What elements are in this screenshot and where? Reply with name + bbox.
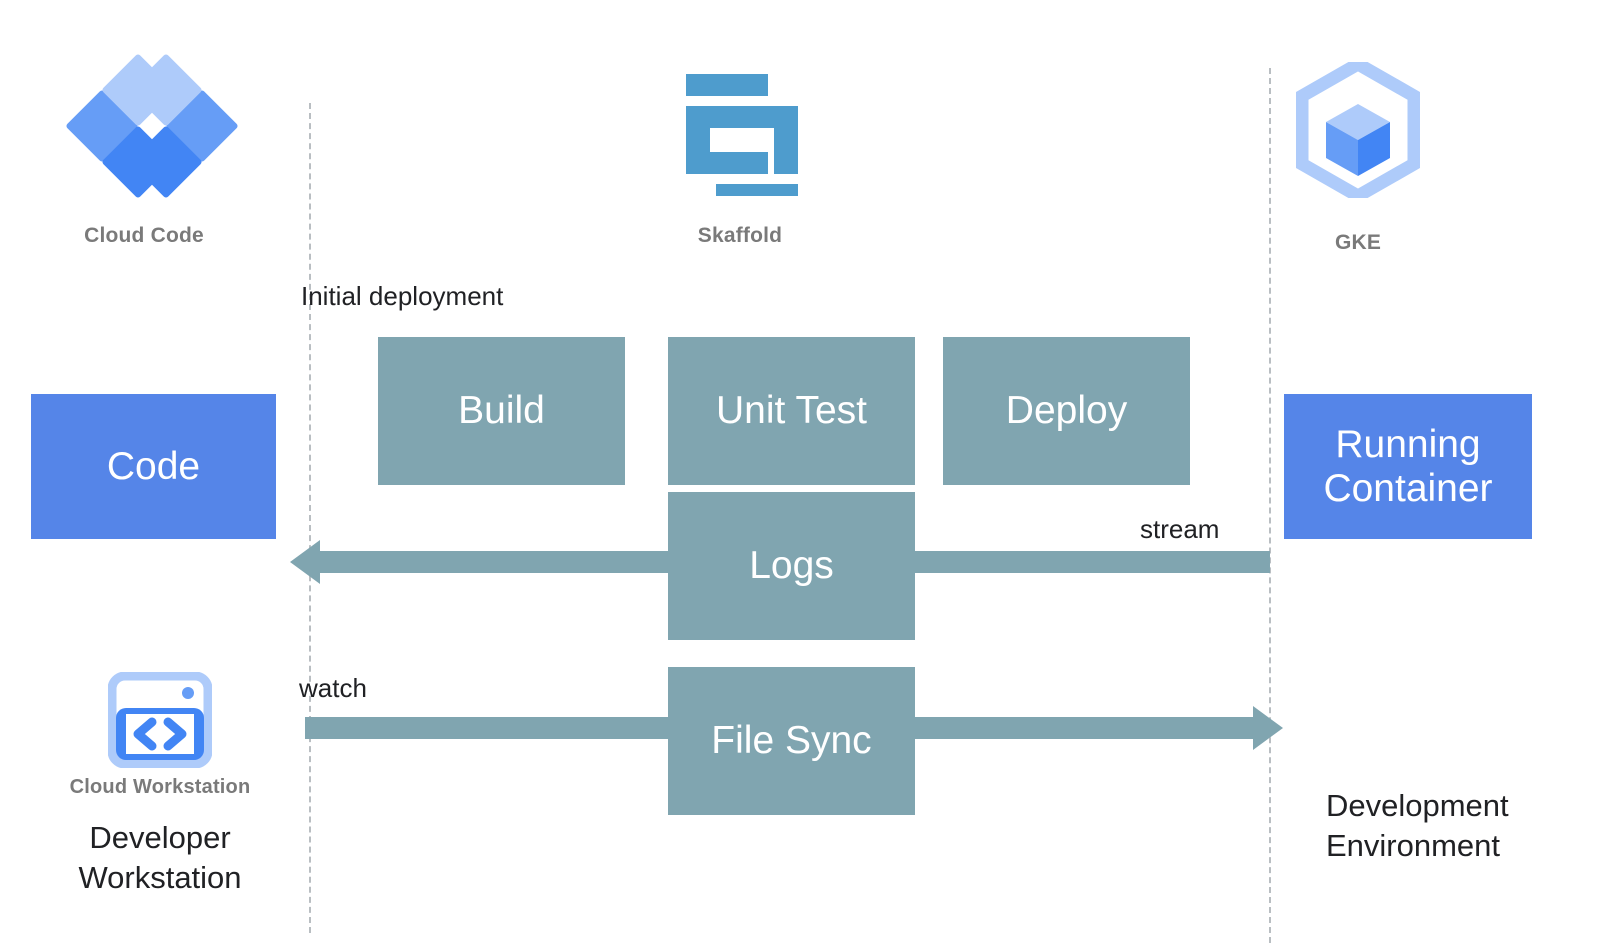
- cloud-code-caption: Cloud Code: [84, 224, 204, 247]
- cloud-code-icon: [65, 53, 239, 199]
- initial-deployment-label: Initial deployment: [301, 281, 504, 311]
- stage-box-build[interactable]: Build: [378, 337, 625, 485]
- stage-box-file-sync[interactable]: File Sync: [668, 667, 915, 815]
- stage-box-deploy[interactable]: Deploy: [943, 337, 1190, 485]
- cloud-workstation-icon: [107, 671, 213, 769]
- gke-glyph: [1295, 56, 1421, 204]
- cloud-workstation-caption: Cloud Workstation: [69, 776, 251, 798]
- gke-caption: GKE: [1334, 231, 1382, 254]
- code-box[interactable]: Code: [31, 394, 276, 539]
- stream-label: stream: [1140, 514, 1220, 544]
- cloud-workstation-glyph: [107, 671, 213, 769]
- development-environment-label: Development Environment: [1326, 788, 1509, 863]
- gke-icon: [1295, 56, 1421, 204]
- watch-label: watch: [299, 673, 367, 703]
- stage-box-logs[interactable]: Logs: [668, 492, 915, 640]
- running-container-box[interactable]: Running Container: [1284, 394, 1532, 539]
- stage-box-unit-test[interactable]: Unit Test: [668, 337, 915, 485]
- skaffold-icon: [686, 74, 798, 206]
- developer-workstation-label: Developer Workstation: [78, 820, 242, 895]
- skaffold-glyph: [686, 74, 798, 206]
- boundary-line-left: [309, 103, 311, 933]
- skaffold-caption: Skaffold: [697, 224, 783, 247]
- boundary-line-right: [1269, 68, 1271, 943]
